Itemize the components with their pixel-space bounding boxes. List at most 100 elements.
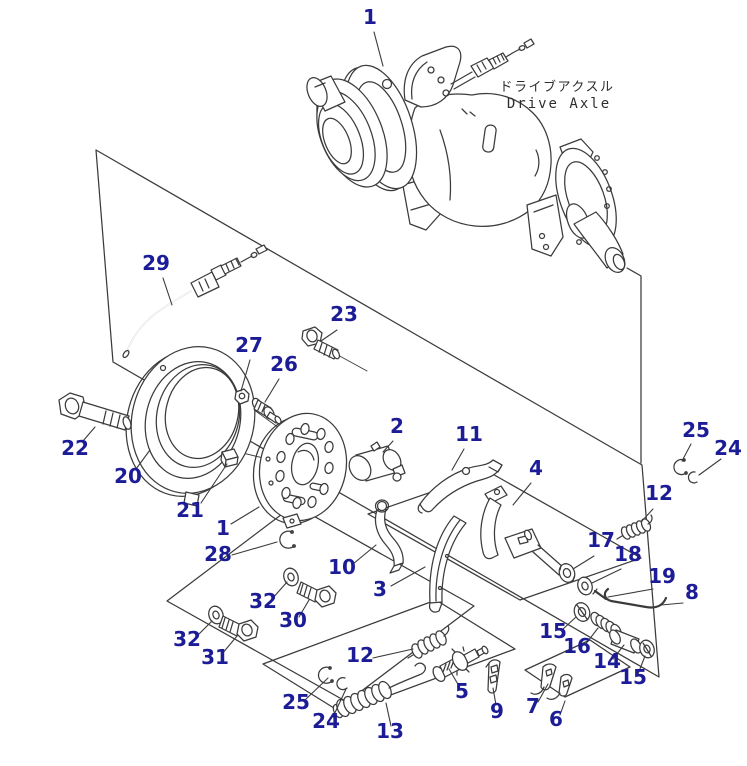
callout-25: 25 xyxy=(682,418,710,442)
callout-12: 12 xyxy=(346,643,374,667)
part-fitting-26 xyxy=(251,397,282,425)
callout-10: 10 xyxy=(328,555,356,579)
part-bolt-30 xyxy=(296,581,337,608)
callout-leader-11 xyxy=(451,448,465,471)
part-nut-27 xyxy=(234,388,250,405)
part-rod-8 xyxy=(603,587,668,609)
part-ring-25b xyxy=(317,666,334,684)
callout-30: 30 xyxy=(279,608,307,632)
part-lever-7 xyxy=(530,663,557,695)
callout-leader-12 xyxy=(372,648,414,659)
callout-leader-30 xyxy=(298,599,310,618)
callout-leader-3 xyxy=(390,566,426,587)
callout-leader-21 xyxy=(200,463,228,504)
callout-leader-32 xyxy=(271,581,288,600)
callout-leader-23 xyxy=(320,329,338,342)
part-ring-25a xyxy=(673,458,688,476)
callout-3: 3 xyxy=(373,577,387,601)
callout-1: 1 xyxy=(363,5,377,29)
part-nut-21 xyxy=(220,448,239,468)
axle-left-stub-shaft xyxy=(306,75,346,112)
plane-outline-main xyxy=(95,149,660,678)
callout-27: 27 xyxy=(235,333,263,357)
part-brake-shoe-4 xyxy=(480,485,565,576)
part-brake-shoe-3 xyxy=(428,515,467,613)
callout-23: 23 xyxy=(330,302,358,326)
part-piston-14 xyxy=(609,629,642,654)
callout-leader-26 xyxy=(264,378,280,403)
callout-leader-24 xyxy=(698,458,722,476)
callout-7: 7 xyxy=(526,694,540,718)
part-lever-10 xyxy=(374,499,404,574)
callout-leader-4 xyxy=(512,482,532,506)
axle-top-bracket xyxy=(403,45,462,108)
part-pin-19 xyxy=(592,588,608,601)
callout-leader-7 xyxy=(537,683,549,703)
callout-leader-29 xyxy=(162,277,173,306)
callout-22: 22 xyxy=(61,436,89,460)
part-spring-13 xyxy=(332,662,426,719)
callout-leader-9 xyxy=(492,687,497,706)
callout-32: 32 xyxy=(249,589,277,613)
title-japanese: ドライブアクスル xyxy=(500,79,615,95)
part-bolt-23 xyxy=(301,326,341,360)
callout-leader-1 xyxy=(373,31,384,67)
callout-leader-8 xyxy=(660,602,684,606)
part-backing-plate-1 xyxy=(252,412,348,529)
callout-leader-17 xyxy=(572,555,595,570)
callout-5: 5 xyxy=(455,679,469,703)
callout-leader-12 xyxy=(640,508,654,523)
callout-32: 32 xyxy=(173,627,201,651)
callout-leader-28 xyxy=(231,541,278,556)
callout-17: 17 xyxy=(587,528,615,552)
callout-14: 14 xyxy=(593,649,621,673)
part-washer-18 xyxy=(577,576,593,596)
callout-leader-31 xyxy=(221,635,238,655)
callout-29: 29 xyxy=(142,251,170,275)
part-bolt-22 xyxy=(58,392,132,431)
callout-26: 26 xyxy=(270,352,298,376)
part-washer-32b xyxy=(208,605,224,625)
part-ring-24b xyxy=(336,677,348,691)
axle-hub xyxy=(316,78,388,188)
callout-24: 24 xyxy=(714,436,742,460)
part-lever-6 xyxy=(546,673,573,700)
callout-11: 11 xyxy=(455,422,483,446)
part-drive-axle-assembly xyxy=(306,38,626,274)
part-snap-ring-28 xyxy=(279,530,296,549)
callout-leader-24 xyxy=(332,688,347,718)
callout-6: 6 xyxy=(549,707,563,731)
callout-24: 24 xyxy=(312,709,340,733)
callout-15: 15 xyxy=(539,619,567,643)
diagram-title: ドライブアクスル Drive Axle xyxy=(500,79,615,112)
callout-leader-27 xyxy=(240,359,251,392)
callout-leader-5 xyxy=(448,668,460,687)
part-bolt-31 xyxy=(218,615,259,642)
callout-20: 20 xyxy=(114,464,142,488)
part-washer-17 xyxy=(558,563,576,583)
callout-15: 15 xyxy=(619,665,647,689)
callout-leader-32 xyxy=(195,620,213,638)
callout-leader-15 xyxy=(637,655,646,675)
callout-19: 19 xyxy=(648,564,676,588)
title-english: Drive Axle xyxy=(507,96,611,112)
callout-4: 4 xyxy=(529,456,543,480)
callout-1: 1 xyxy=(216,516,230,540)
axle-cone-shaft xyxy=(565,203,626,274)
callout-18: 18 xyxy=(614,542,642,566)
part-spring-12b xyxy=(407,625,450,659)
callout-leader-13 xyxy=(385,702,392,727)
callout-31: 31 xyxy=(201,645,229,669)
callouts-layer: 1292220211282726232103114252412171819815… xyxy=(61,5,742,743)
callout-21: 21 xyxy=(176,498,204,522)
callout-9: 9 xyxy=(490,699,504,723)
callout-leader-10 xyxy=(352,544,377,565)
part-cable-29 xyxy=(122,244,268,359)
callout-8: 8 xyxy=(685,580,699,604)
axle-breather-sensor xyxy=(450,38,535,90)
callout-leader-18 xyxy=(591,568,622,584)
part-adjuster-5 xyxy=(432,645,489,682)
axle-lower-bracket xyxy=(526,194,564,257)
